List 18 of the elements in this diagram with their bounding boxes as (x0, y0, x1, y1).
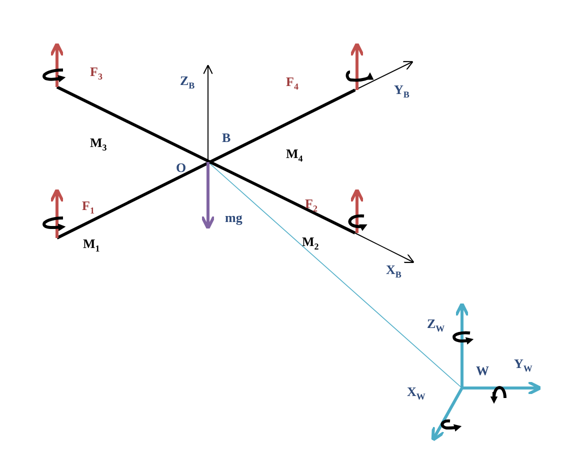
motor-label: M$_{1}$ (83, 236, 100, 256)
motor-label: M$_{3}$ (90, 135, 107, 155)
origin-label: O (176, 160, 186, 175)
axis-label: X$_{B}$ (386, 262, 402, 282)
motor-label: M$_{4}$ (286, 146, 303, 166)
axis-label: Z$_{W}$ (427, 316, 445, 336)
frame-origin-label: B (222, 130, 231, 145)
thrust-label: F$_{4}$ (286, 74, 298, 94)
thrust-label: F$_{2}$ (305, 196, 318, 216)
axis-label: Z$_{B}$ (180, 73, 195, 93)
motor-label: M$_{2}$ (302, 234, 319, 254)
axis-label: Y$_{B}$ (394, 82, 410, 102)
thrust-label: F$_{3}$ (90, 64, 102, 84)
axis-label: Y$_{W}$ (514, 356, 532, 376)
thrust-label: F$_{1}$ (82, 198, 94, 218)
frame-origin-label: W (476, 363, 489, 378)
axis-label: X$_{W}$ (407, 384, 426, 404)
weight-label: mg (225, 210, 242, 225)
